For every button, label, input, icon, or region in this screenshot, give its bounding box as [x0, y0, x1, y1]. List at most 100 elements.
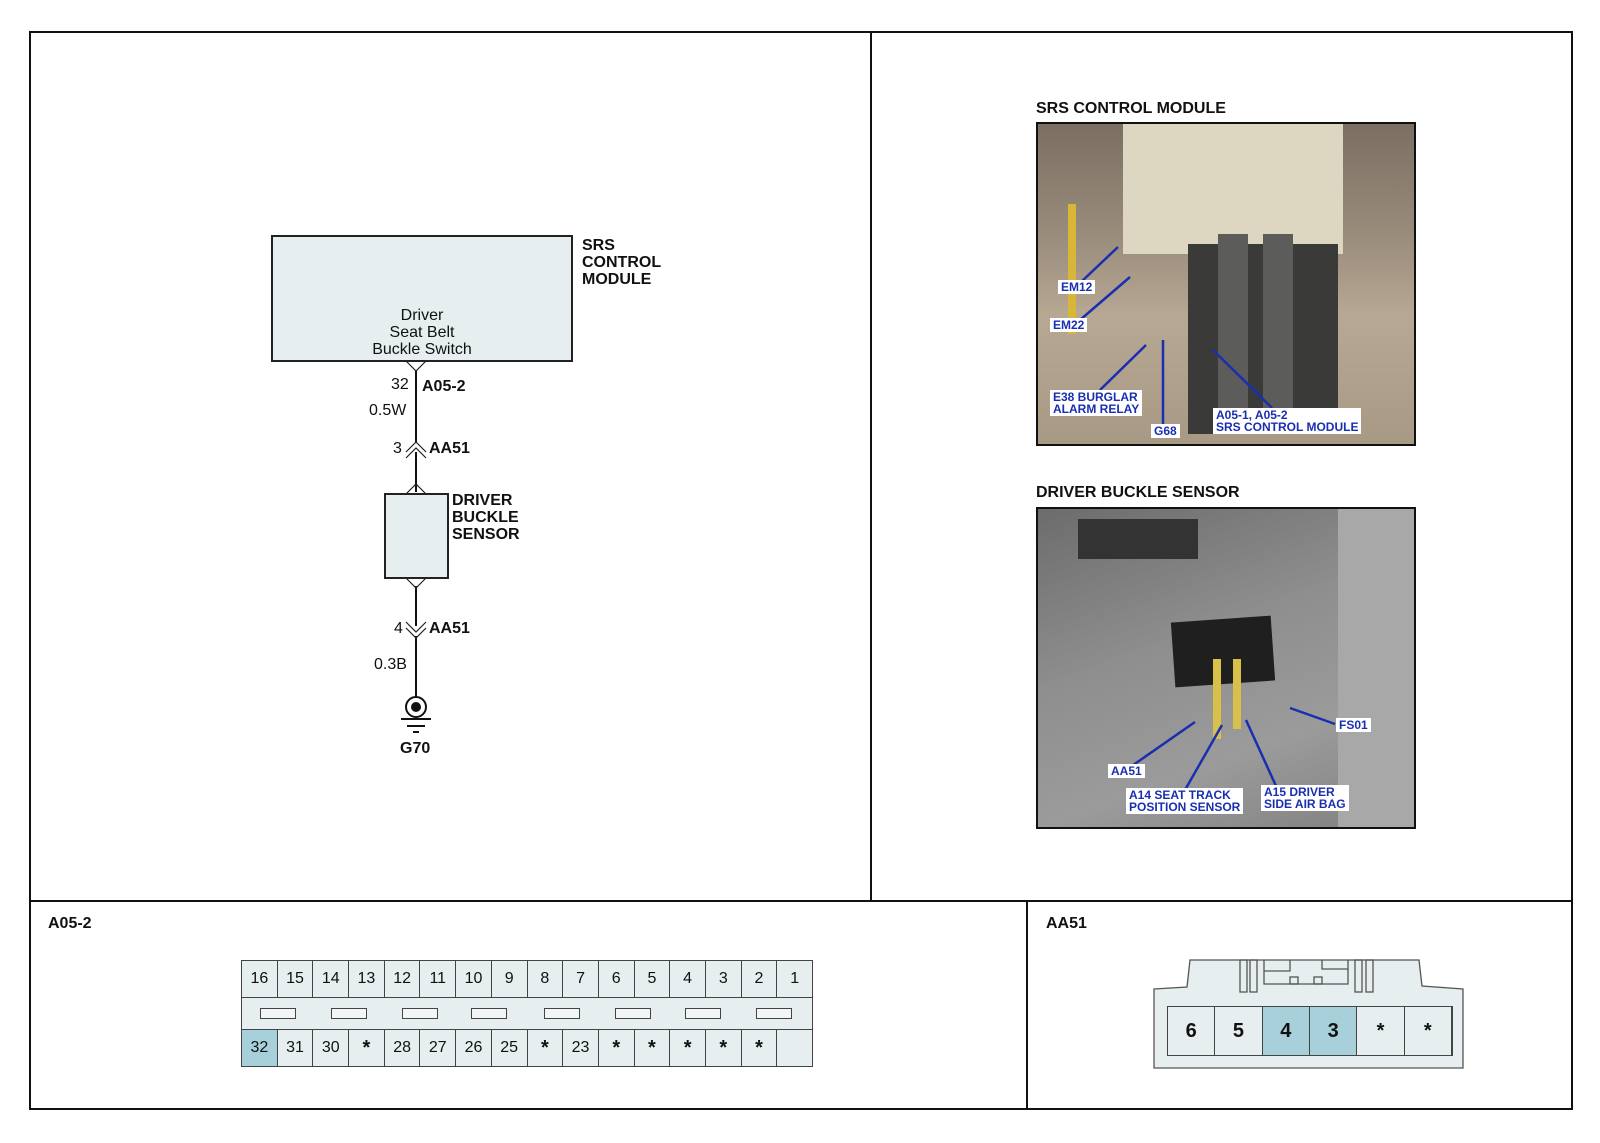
locking-latch — [1239, 959, 1374, 993]
divider-horizontal — [29, 900, 1573, 902]
divider-vertical-bottom — [1026, 900, 1028, 1110]
pin-cell-5: 5 — [635, 961, 671, 997]
photo-region-yellow-harness — [1068, 204, 1076, 334]
callout-a14-seat-track-position-sensor: A14 SEAT TRACK POSITION SENSOR — [1126, 788, 1244, 814]
pin-number-4: 4 — [394, 620, 403, 637]
wire-segment — [415, 586, 417, 626]
arrow-fs01 — [1289, 706, 1336, 726]
photo-title-driver-buckle-sensor: DRIVER BUCKLE SENSOR — [1036, 484, 1240, 501]
pin-cell-7: 7 — [563, 961, 599, 997]
pin-cell-5: 5 — [1215, 1007, 1263, 1055]
pin-number-3: 3 — [393, 440, 402, 457]
callout-aa51: AA51 — [1108, 764, 1145, 778]
connector-label-a05-2: A05-2 — [422, 378, 466, 395]
pin-cell-30: 30 — [313, 1030, 350, 1066]
pin-cell-27: 27 — [420, 1030, 457, 1066]
key-slot — [471, 1008, 507, 1019]
photo-title-srs-control-module: SRS CONTROL MODULE — [1036, 100, 1226, 117]
key-slot — [544, 1008, 580, 1019]
pin-number-32: 32 — [391, 376, 409, 393]
callout-g68: G68 — [1151, 424, 1180, 438]
pin-cell-unused: * — [706, 1030, 742, 1066]
key-slot — [260, 1008, 296, 1019]
wire-spec-0-3b: 0.3B — [374, 656, 407, 673]
name-line: BUCKLE — [452, 509, 519, 526]
pin-cell-10: 10 — [456, 961, 492, 997]
arrow-em22 — [1079, 276, 1131, 321]
callout-fs01: FS01 — [1336, 718, 1371, 732]
photo-region-harness-top — [1078, 519, 1198, 559]
arrow-em12 — [1079, 246, 1119, 284]
photo-region-module-housing — [1123, 124, 1343, 254]
pin-cell-6: 6 — [599, 961, 635, 997]
pin-cell-9: 9 — [492, 961, 528, 997]
pin-cell-unused: * — [349, 1030, 385, 1066]
photo-region-yellow-wire — [1213, 659, 1221, 739]
inner-line: Buckle Switch — [372, 341, 472, 358]
pin-cell-unused: * — [635, 1030, 671, 1066]
pin-cell-15: 15 — [278, 961, 314, 997]
arrow-a14 — [1183, 724, 1224, 791]
sensor-name: DRIVER BUCKLE SENSOR — [452, 492, 520, 543]
key-slot — [402, 1008, 438, 1019]
callout-a05-srs-control-module: A05-1, A05-2 SRS CONTROL MODULE — [1213, 408, 1362, 434]
ground-label-g70: G70 — [400, 740, 431, 757]
wire-segment — [415, 452, 417, 492]
pin-cell-unused: * — [1405, 1007, 1452, 1055]
wire-segment — [415, 370, 417, 443]
key-slot — [756, 1008, 792, 1019]
wire-spec-0-5w: 0.5W — [369, 402, 407, 419]
pin-cell-11: 11 — [420, 961, 457, 997]
pin-cell-3: 3 — [1309, 1007, 1358, 1055]
divider-vertical-top — [870, 31, 872, 901]
page-frame — [29, 31, 1573, 1110]
photo-region-seat-side — [1338, 509, 1414, 827]
key-slot — [331, 1008, 367, 1019]
callout-em22: EM22 — [1050, 318, 1088, 332]
pin-cell-8: 8 — [528, 961, 564, 997]
srs-control-module-box: Driver Seat Belt Buckle Switch — [271, 235, 573, 362]
pin-cell-26: 26 — [456, 1030, 492, 1066]
connector-symbol-aa51-3 — [405, 441, 427, 459]
connector-symbol-a05-2 — [405, 360, 427, 372]
name-line: MODULE — [582, 271, 652, 288]
arrow-aa51 — [1125, 720, 1196, 772]
key-slot — [615, 1008, 651, 1019]
name-line: CONTROL — [582, 254, 662, 271]
pin-cell-unused: * — [670, 1030, 706, 1066]
pin-cell-14: 14 — [313, 961, 350, 997]
wire-segment — [415, 636, 417, 698]
pin-cell-unused: * — [599, 1030, 635, 1066]
pin-cell-unused: * — [528, 1030, 564, 1066]
pin-cell-25: 25 — [492, 1030, 528, 1066]
name-line: SRS — [582, 237, 615, 254]
inner-line: Seat Belt — [389, 324, 455, 341]
driver-buckle-sensor-box — [384, 493, 449, 579]
connector-label-aa51: AA51 — [429, 440, 470, 457]
callout-e38-burglar-alarm-relay: E38 BURGLAR ALARM RELAY — [1050, 390, 1143, 416]
connector-label-aa51: AA51 — [429, 620, 470, 637]
photo-region-duct-right — [1263, 234, 1293, 434]
pin-cell-unused: * — [1357, 1007, 1405, 1055]
pin-cell-1: 1 — [790, 970, 800, 987]
photo-region-yellow-wire — [1233, 659, 1241, 729]
sensor-bottom-terminal — [405, 577, 427, 589]
arrow-a15 — [1244, 719, 1278, 787]
ground-icon — [401, 696, 431, 733]
connector-title-a05-2: A05-2 — [48, 915, 92, 932]
pin-cell-32: 32 — [242, 1030, 278, 1066]
key-slot — [685, 1008, 721, 1019]
arrow-a05 — [1212, 349, 1273, 409]
pin-cell-13: 13 — [349, 961, 385, 997]
pin-cell-4: 4 — [1262, 1007, 1310, 1055]
name-line: DRIVER — [452, 492, 513, 509]
callout-a15-driver-side-air-bag: A15 DRIVER SIDE AIR BAG — [1261, 785, 1349, 811]
pin-cell-28: 28 — [385, 1030, 421, 1066]
arrow-e38 — [1099, 344, 1147, 391]
